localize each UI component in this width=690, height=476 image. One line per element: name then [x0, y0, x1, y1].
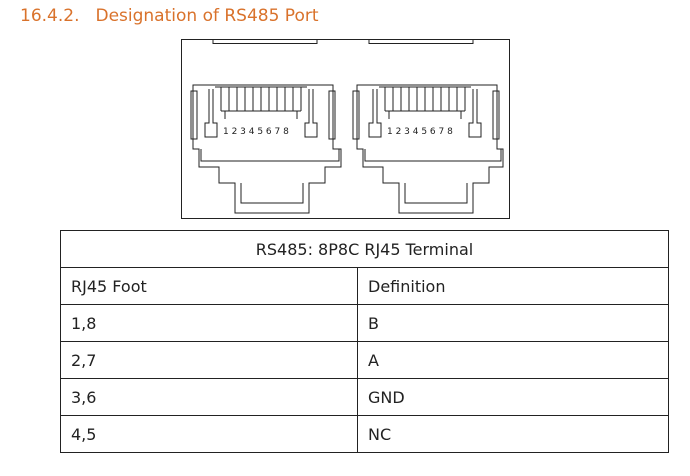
table-row: 2,7 A [60, 341, 669, 379]
cell-definition: GND [357, 378, 669, 416]
pin-numbers-right: 1 2 3 4 5 6 7 8 [387, 127, 453, 137]
top-tab-left [212, 39, 318, 44]
table-row: 3,6 GND [60, 378, 669, 416]
housing-outline [181, 39, 510, 219]
table-header-row: RJ45 Foot Definition [60, 267, 669, 305]
table-row: 4,5 NC [60, 415, 669, 453]
cell-definition: A [357, 341, 669, 379]
cell-foot: 1,8 [60, 304, 358, 342]
header-rj45-foot: RJ45 Foot [60, 267, 358, 305]
port-right [352, 84, 504, 214]
rs485-pinout-table: RS485: 8P8C RJ45 Terminal RJ45 Foot Defi… [60, 230, 669, 453]
table-caption: RS485: 8P8C RJ45 Terminal [60, 230, 669, 268]
port-left [190, 84, 342, 214]
pin-numbers-left: 1 2 3 4 5 6 7 8 [223, 127, 289, 137]
section-heading: 16.4.2. Designation of RS485 Port [20, 6, 319, 26]
cell-foot: 3,6 [60, 378, 358, 416]
section-number: 16.4.2. [20, 6, 80, 26]
rj45-dual-port-drawing: 1 2 3 4 5 6 7 8 1 2 3 4 5 6 7 8 [181, 39, 510, 219]
cell-foot: 4,5 [60, 415, 358, 453]
top-tab-right [368, 39, 474, 44]
header-definition: Definition [357, 267, 669, 305]
cell-foot: 2,7 [60, 341, 358, 379]
cell-definition: NC [357, 415, 669, 453]
section-title: Designation of RS485 Port [95, 6, 319, 26]
table-row: 1,8 B [60, 304, 669, 342]
cell-definition: B [357, 304, 669, 342]
table-caption-row: RS485: 8P8C RJ45 Terminal [60, 230, 669, 268]
